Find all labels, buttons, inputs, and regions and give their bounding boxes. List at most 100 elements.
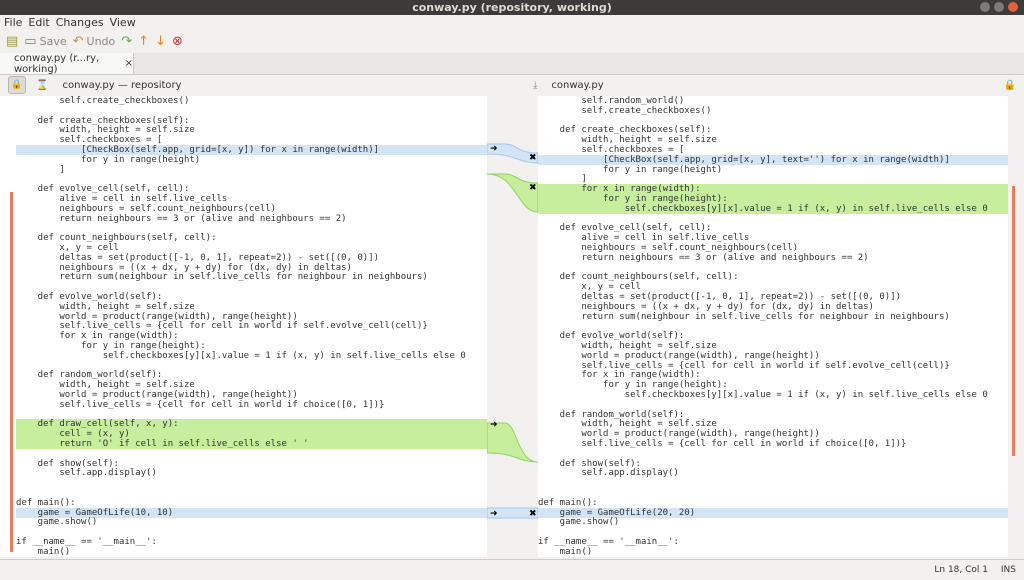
code-line[interactable]: def evolve_cell(self, cell):: [16, 184, 190, 195]
right-file-name[interactable]: conway.py: [551, 79, 604, 91]
code-line[interactable]: game = GameOfLife(20, 20): [538, 507, 1008, 518]
minimize-button[interactable]: [980, 2, 990, 12]
code-line[interactable]: for y in range(height): [16, 154, 201, 165]
code-line[interactable]: [CheckBox(self.app, grid=[x, y]) for x i…: [16, 145, 487, 155]
code-line[interactable]: self.create_checkboxes(): [538, 105, 712, 116]
menu-changes[interactable]: Changes: [55, 16, 104, 29]
save-pane-icon[interactable]: ⤓: [533, 79, 538, 91]
code-line[interactable]: self.live_cells = {cell for cell in worl…: [538, 439, 907, 449]
code-line[interactable]: game = GameOfLife(10, 10): [16, 507, 487, 518]
code-line[interactable]: def count_neighbours(self, cell):: [16, 233, 217, 244]
code-line[interactable]: self.app.display(): [16, 468, 157, 479]
save-button[interactable]: ▭Save: [24, 34, 66, 49]
code-line[interactable]: def show(self):: [538, 458, 641, 469]
push-right-arrow-3[interactable]: ➜: [490, 509, 498, 519]
code-line[interactable]: def show(self):: [16, 458, 119, 469]
undo-button[interactable]: ↶Undo: [73, 34, 116, 49]
code-line[interactable]: return sum(neighbour in self.live_cells …: [16, 272, 428, 283]
code-line[interactable]: def create_checkboxes(self):: [16, 115, 190, 126]
code-line[interactable]: self.checkboxes[y][x].value = 1 if (x, y…: [538, 203, 1008, 214]
code-line[interactable]: main(): [16, 546, 71, 557]
code-line[interactable]: world = product(range(width), range(heig…: [16, 390, 298, 400]
code-line[interactable]: [538, 449, 1008, 459]
menu-file[interactable]: File: [4, 16, 23, 29]
code-line[interactable]: self.live_cells = {cell for cell in worl…: [16, 399, 385, 410]
code-line[interactable]: [538, 214, 1008, 224]
code-line[interactable]: for y in range(height):: [538, 380, 728, 391]
code-line[interactable]: game.show(): [538, 517, 620, 528]
code-line[interactable]: def main():: [538, 497, 598, 508]
push-right-arrow-2[interactable]: ➜: [490, 420, 498, 430]
close-window-button[interactable]: [1008, 2, 1018, 12]
new-comparison-button[interactable]: ▤: [6, 34, 18, 49]
code-line[interactable]: width, height = self.size: [538, 341, 717, 351]
code-line[interactable]: neighbours = self.count_neighbours(cell): [538, 243, 799, 253]
code-line[interactable]: def create_checkboxes(self):: [538, 125, 712, 136]
code-line[interactable]: [538, 527, 1008, 537]
code-line[interactable]: return neighbours == 3 or (alive and nei…: [538, 252, 869, 263]
code-line[interactable]: self.checkboxes[y][x].value = 1 if (x, y…: [16, 350, 466, 361]
code-line[interactable]: return neighbours == 3 or (alive and nei…: [16, 213, 347, 224]
code-line[interactable]: def main():: [16, 497, 76, 508]
code-line[interactable]: def evolve_cell(self, cell):: [538, 223, 712, 234]
code-line[interactable]: def draw_cell(self, x, y):: [16, 419, 487, 430]
push-right-arrow[interactable]: ➜: [490, 144, 498, 154]
code-line[interactable]: self.live_cells = {cell for cell in worl…: [16, 321, 428, 332]
code-line[interactable]: x, y = cell: [16, 243, 119, 253]
code-line[interactable]: [16, 106, 487, 116]
code-line[interactable]: [538, 321, 1008, 331]
code-line[interactable]: for x in range(width):: [538, 370, 701, 381]
delete-change-icon-2[interactable]: ✖: [529, 509, 537, 519]
code-line[interactable]: deltas = set(product([-1, 0, 1], repeat=…: [538, 292, 902, 302]
code-line[interactable]: def count_neighbours(self, cell):: [538, 272, 739, 283]
tab-conway[interactable]: conway.py (r...ry, working) ×: [0, 53, 134, 75]
maximize-button[interactable]: [994, 2, 1004, 12]
code-line[interactable]: [538, 116, 1008, 126]
code-line[interactable]: for y in range(height):: [16, 341, 206, 351]
right-code-pane[interactable]: self.random_world() self.create_checkbox…: [538, 96, 1008, 557]
code-line[interactable]: def evolve_world(self):: [538, 331, 685, 342]
code-line[interactable]: def evolve_world(self):: [16, 292, 163, 302]
code-line[interactable]: world = product(range(width), range(heig…: [16, 311, 298, 322]
lock-icon[interactable]: 🔒: [8, 76, 26, 94]
code-line[interactable]: if __name__ == '__main__':: [538, 537, 679, 547]
code-line[interactable]: width, height = self.size: [16, 125, 195, 136]
code-line[interactable]: [538, 263, 1008, 273]
code-line[interactable]: [538, 400, 1008, 410]
code-line[interactable]: return 'O' if cell in self.live_cells el…: [16, 439, 487, 449]
next-change-button[interactable]: ↓: [155, 34, 166, 49]
delete-change-icon[interactable]: ✖: [529, 153, 537, 163]
code-line[interactable]: [16, 282, 487, 292]
code-line[interactable]: return sum(neighbour in self.live_cells …: [538, 311, 950, 322]
diff-link-gutter[interactable]: ➜ ✖ ✖ ➜ ➜ ✖: [487, 96, 538, 557]
code-line[interactable]: world = product(range(width), range(heig…: [538, 429, 820, 440]
tab-close-icon[interactable]: ×: [124, 58, 133, 69]
code-line[interactable]: for x in range(width):: [538, 184, 1008, 195]
code-line[interactable]: [16, 410, 487, 420]
code-line[interactable]: self.create_checkboxes(): [16, 96, 190, 106]
code-line[interactable]: ]: [16, 164, 65, 175]
code-line[interactable]: if __name__ == '__main__':: [16, 537, 157, 547]
code-line[interactable]: self.checkboxes = [: [16, 135, 163, 146]
menu-view[interactable]: View: [109, 16, 136, 29]
code-line[interactable]: neighbours = ((x + dx, y + dy) for (dx, …: [16, 262, 352, 273]
lock-right-icon[interactable]: 🔒: [1003, 79, 1016, 91]
code-line[interactable]: [16, 174, 487, 184]
previous-change-button[interactable]: ↑: [138, 34, 149, 49]
code-line[interactable]: [16, 361, 487, 371]
code-line[interactable]: ]: [538, 174, 587, 185]
code-line[interactable]: self.app.display(): [538, 468, 679, 479]
code-line[interactable]: [16, 449, 487, 459]
code-line[interactable]: world = product(range(width), range(heig…: [538, 350, 820, 361]
left-code-pane[interactable]: self.create_checkboxes() def create_chec…: [16, 96, 487, 557]
menu-edit[interactable]: Edit: [28, 16, 50, 29]
left-file-name[interactable]: conway.py — repository: [62, 79, 182, 91]
code-line[interactable]: [538, 478, 1008, 488]
delete-insert-icon[interactable]: ✖: [529, 183, 537, 193]
code-line[interactable]: [16, 478, 487, 488]
code-line[interactable]: width, height = self.size: [538, 419, 717, 430]
code-line[interactable]: self.live_cells = {cell for cell in worl…: [538, 360, 950, 371]
code-line[interactable]: for y in range(height): [538, 164, 723, 175]
code-line[interactable]: def random_world(self):: [16, 370, 163, 381]
code-line[interactable]: x, y = cell: [538, 282, 641, 293]
